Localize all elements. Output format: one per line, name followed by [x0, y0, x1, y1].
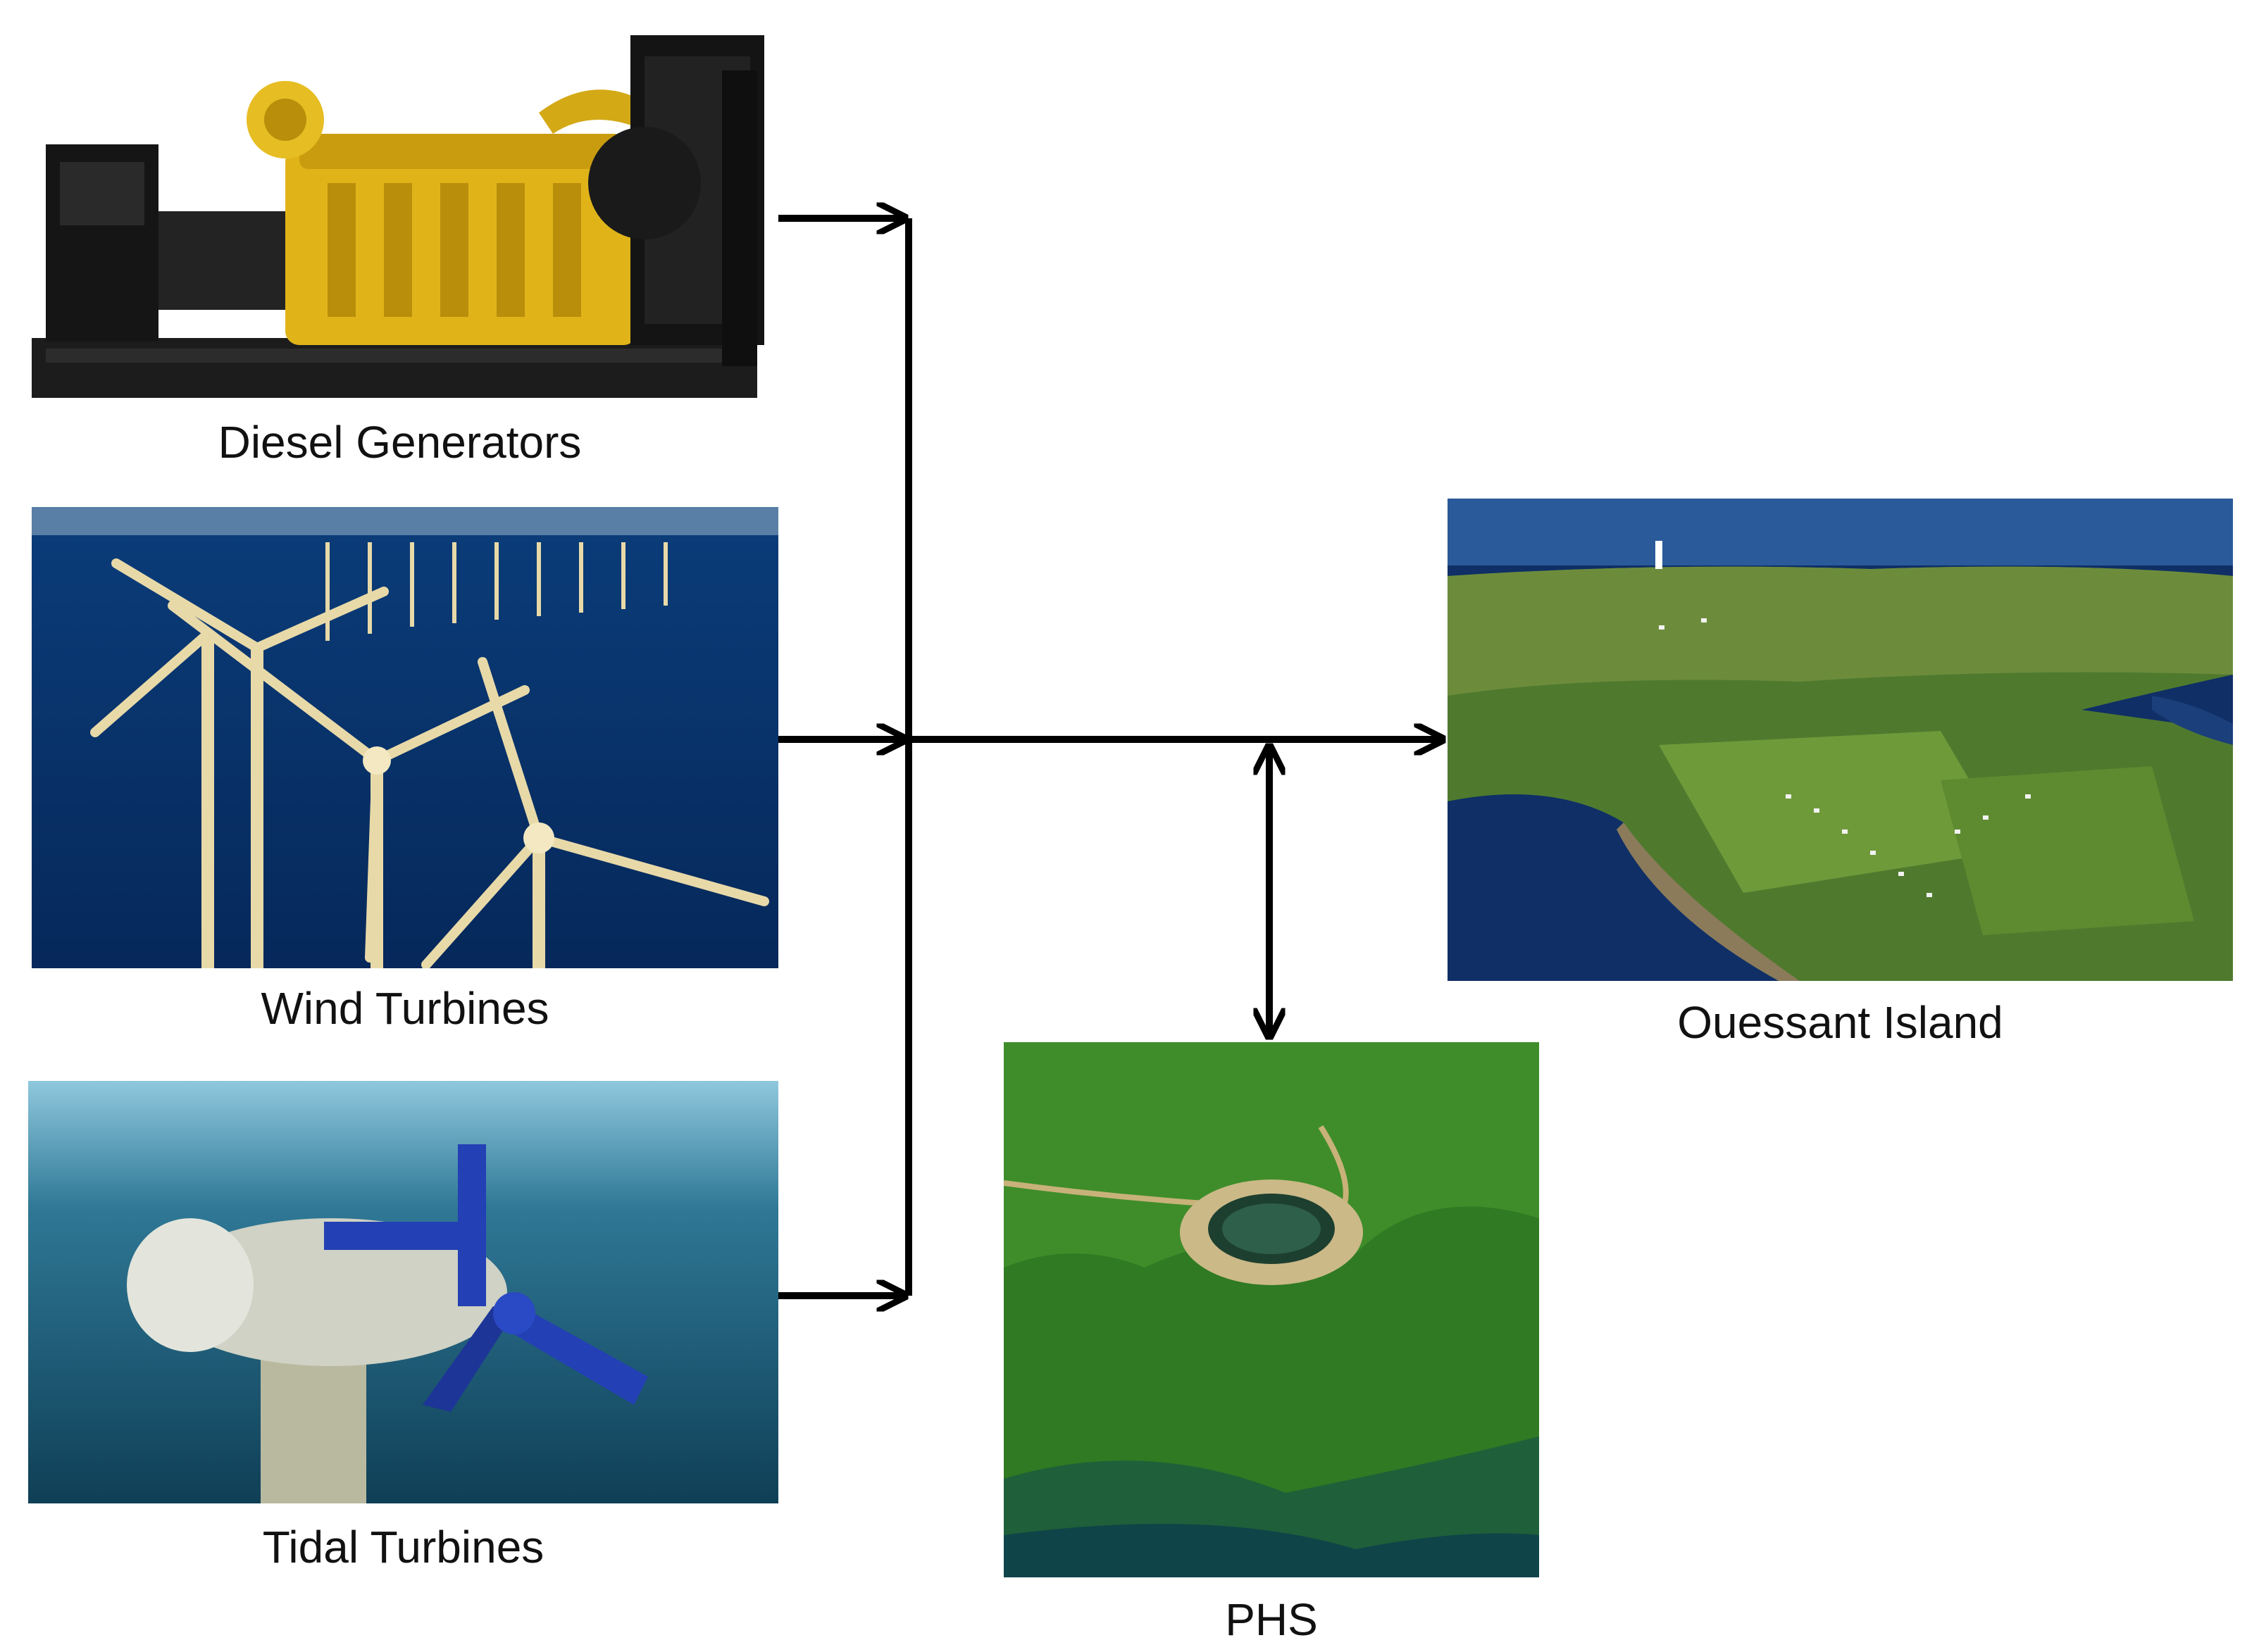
- wind-turbines-image: [32, 507, 778, 968]
- diesel-generator-image: [32, 28, 768, 398]
- ouessant-island-label: Ouessant Island: [1677, 997, 2003, 1048]
- tidal-turbines-label: Tidal Turbines: [262, 1522, 544, 1572]
- diesel-generator-icon: [32, 28, 768, 398]
- phs-label: PHS: [1225, 1594, 1318, 1645]
- tidal-turbines-image: [28, 1081, 778, 1503]
- ouessant-island-image: [1448, 499, 2233, 981]
- offshore-wind-turbines-icon: [32, 507, 778, 968]
- wind-turbines-label: Wind Turbines: [261, 983, 549, 1034]
- phs-image: [1004, 1042, 1539, 1577]
- tidal-turbine-icon: [28, 1081, 778, 1503]
- island-aerial-icon: [1448, 499, 2233, 981]
- diesel-generators-label: Diesel Generators: [218, 417, 582, 468]
- pumped-hydro-reservoir-icon: [1004, 1042, 1539, 1577]
